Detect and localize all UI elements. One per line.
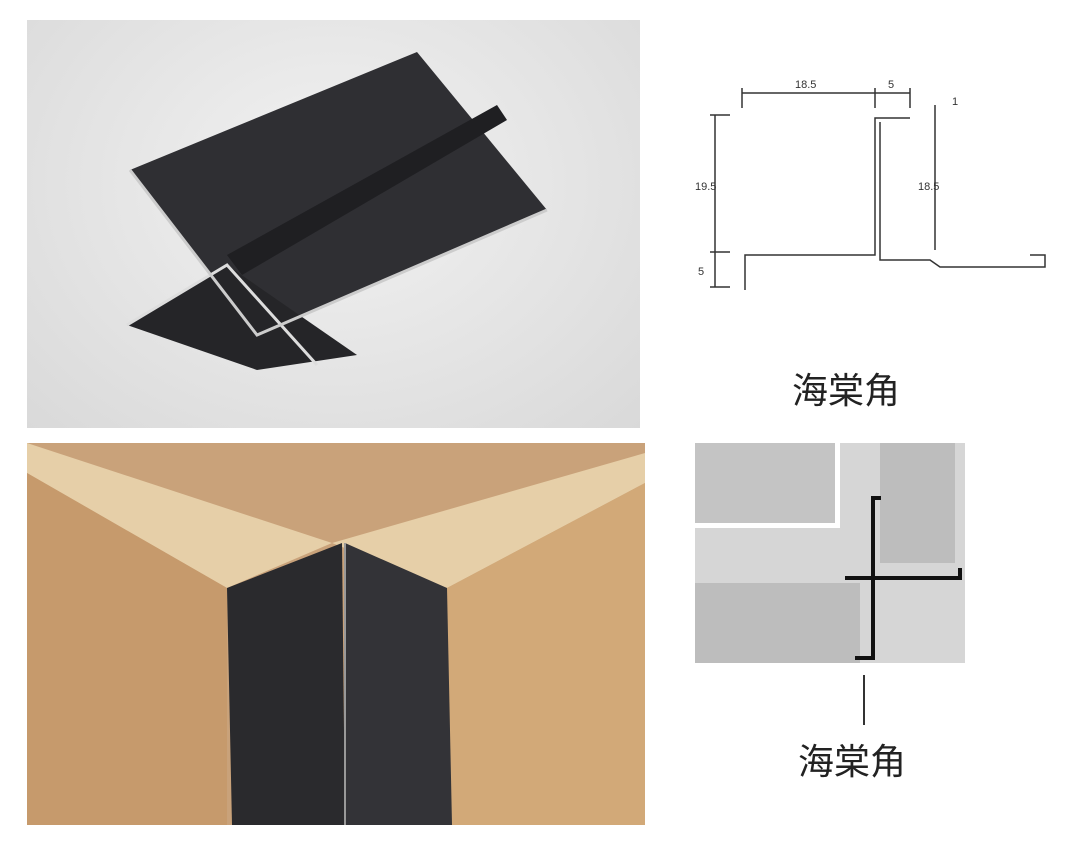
dim-top-lip: 5 [888,79,894,91]
pointer-line [863,675,865,725]
product-name-label: 海棠角 [792,371,901,412]
installation-section-drawing [695,443,965,663]
product-name-label-bottom: 海棠角 [798,742,907,783]
profile-dimension-drawing: 18.5 5 1 19.5 18.5 5 [690,70,1060,300]
dim-top-width: 18.5 [795,79,816,91]
installation-photo [27,443,645,825]
dim-bottom-lip: 5 [698,266,704,278]
dim-thickness: 1 [952,96,958,108]
dim-left-height: 19.5 [695,181,716,193]
product-photo [27,20,640,428]
dim-right-height: 18.5 [918,181,939,193]
